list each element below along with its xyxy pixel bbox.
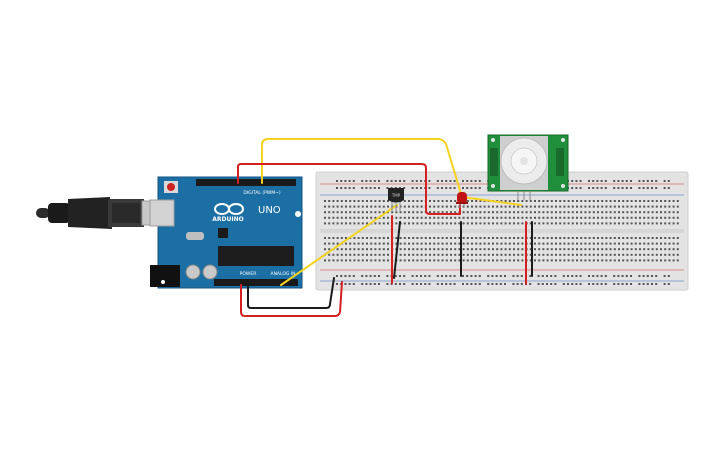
usb-cable[interactable] [36,197,169,229]
capacitor-2 [202,264,218,280]
temp-sensor-label: TMP [391,193,401,198]
temperature-sensor[interactable]: TMP [388,188,404,212]
mounting-hole [561,138,565,142]
reset-button-cap [167,183,175,191]
crystal [186,232,204,240]
yellow-wire-pir-signal[interactable] [261,138,522,206]
power-analog-header[interactable] [214,279,298,286]
power-jack [150,265,180,287]
power-header-label: POWER [240,271,257,277]
red-wire-digital-led[interactable] [237,163,461,215]
atmega-chip [218,246,294,266]
arduino-logo-text: ARDUINO [212,216,243,223]
pir-lens-center [520,157,528,165]
mounting-hole [161,280,165,284]
pir-side-pads [556,148,564,176]
mounting-hole [491,138,495,142]
yellow-wire-sensor-analog[interactable] [280,204,398,286]
analog-header-label: ANALOG IN [270,271,295,277]
center-channel [320,229,684,233]
icsp-header [218,228,228,238]
usb-socket [149,199,175,227]
capacitor-1 [185,264,201,280]
black-jumper-rail[interactable] [393,221,401,279]
arduino-uno-board[interactable]: ARDUINO UNO DIGITAL (PWM~) POWER ANALOG … [149,176,303,289]
mounting-hole [491,184,495,188]
red-led[interactable] [456,192,468,208]
red-wire-5v[interactable] [240,281,343,317]
arduino-logo-icon [214,203,244,215]
mounting-hole [561,184,565,188]
digital-header[interactable] [196,179,296,186]
mounting-hole [295,211,301,217]
pir-side-pads [490,148,498,176]
board-model-label: UNO [258,205,281,216]
black-wire-gnd[interactable] [247,277,335,309]
breadboard[interactable] [315,171,689,291]
pir-motion-sensor[interactable] [487,134,569,200]
digital-header-label: DIGITAL (PWM~) [243,190,281,196]
breadboard-holes [324,180,679,285]
